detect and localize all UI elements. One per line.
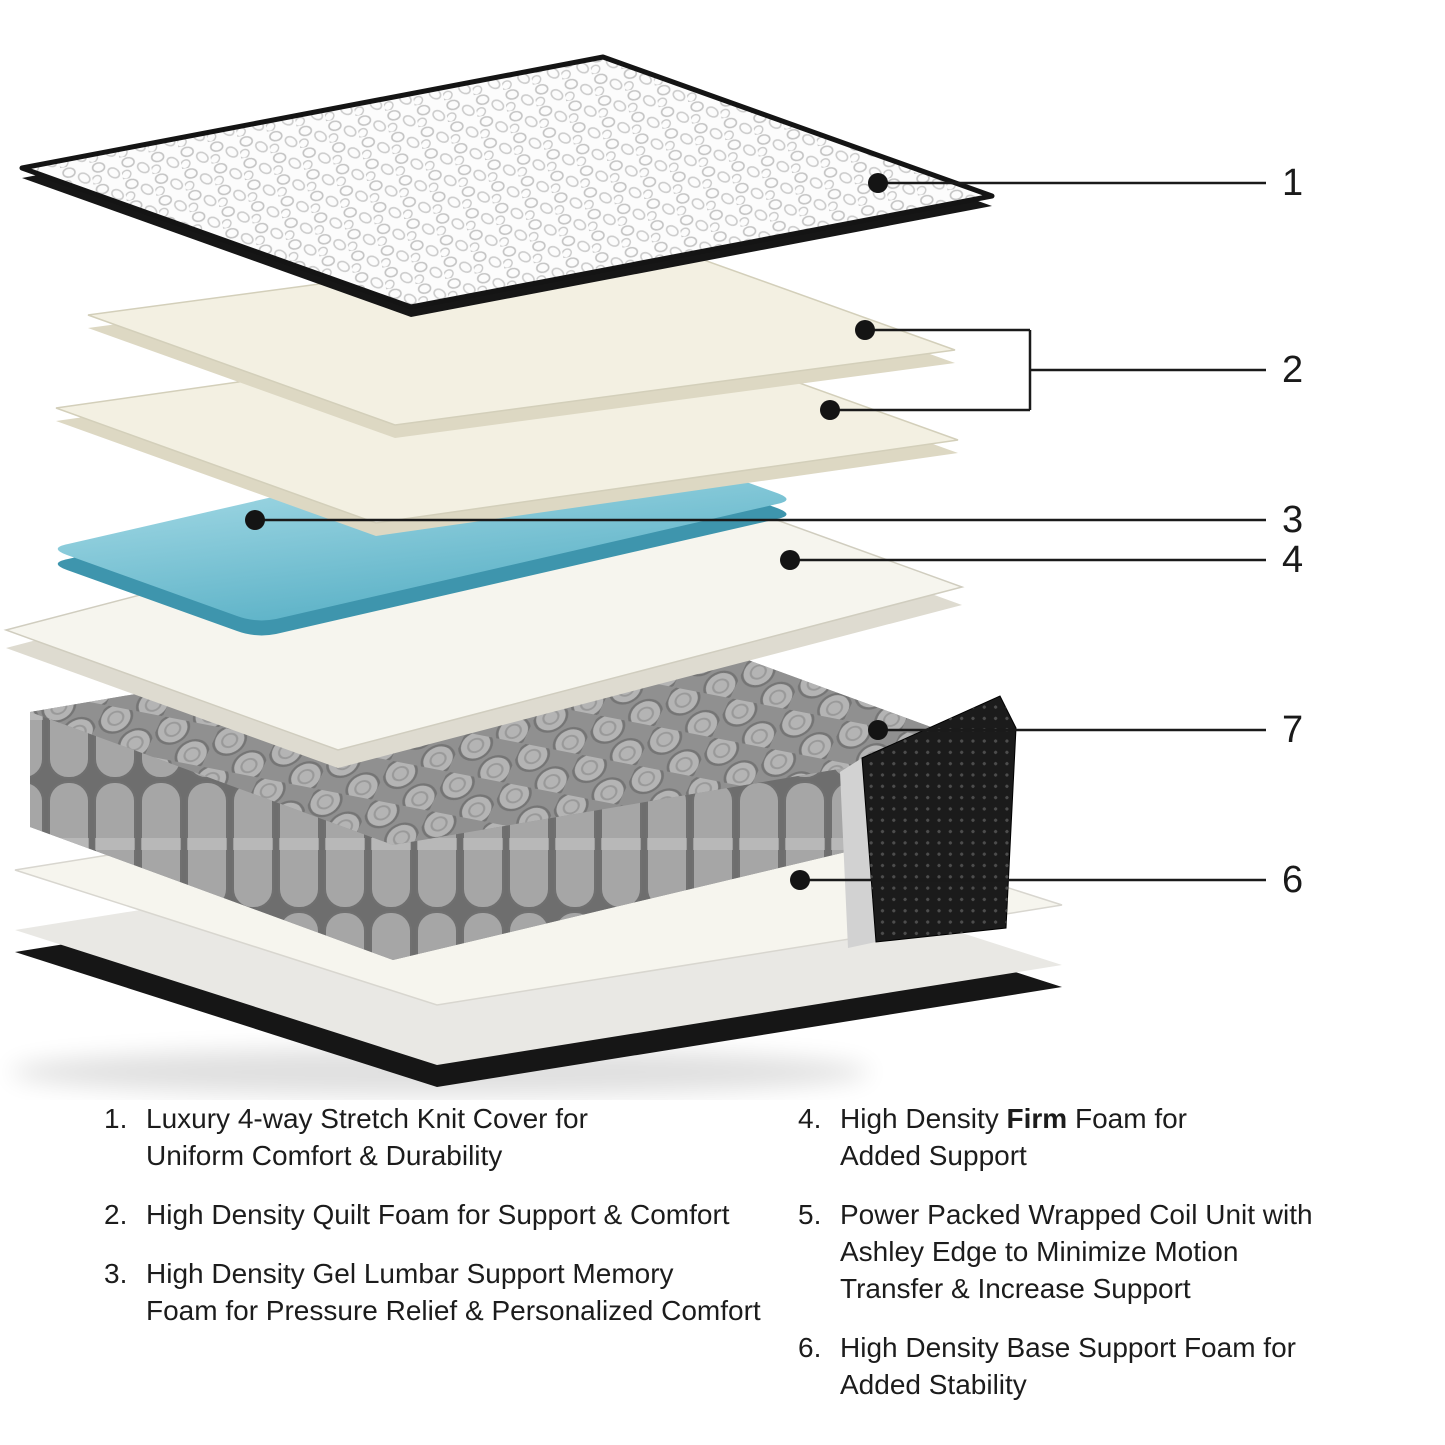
legend: 1. Luxury 4-way Stretch Knit Cover for U…: [104, 1100, 1398, 1403]
legend-text-4: High Density Firm Foam for Added Support: [840, 1100, 1187, 1174]
legend-number-2: 2.: [104, 1199, 128, 1230]
cover-quilt-pattern: [22, 57, 992, 307]
callout-dot-6: [790, 870, 810, 890]
callout-dot-4: [780, 550, 800, 570]
legend-item-1: 1. Luxury 4-way Stretch Knit Cover for U…: [104, 1100, 794, 1174]
legend-column-left: 1. Luxury 4-way Stretch Knit Cover for U…: [104, 1100, 794, 1403]
legend-item-4: 4. High Density Firm Foam for Added Supp…: [798, 1100, 1398, 1174]
callout-dot-7: [868, 720, 888, 740]
legend-item-6: 6. High Density Base Support Foam for Ad…: [798, 1329, 1398, 1403]
legend-text-4-bold: Firm: [1006, 1103, 1068, 1134]
callout-dot-3: [245, 510, 265, 530]
legend-text-6: High Density Base Support Foam for Added…: [840, 1332, 1296, 1400]
legend-text-4-pre: High Density: [840, 1103, 1007, 1134]
callout-numbers: 1 2 3 4 7 6: [1282, 162, 1303, 901]
callout-number-2: 2: [1282, 349, 1303, 391]
legend-number-1: 1.: [104, 1103, 128, 1134]
legend-number-4: 4.: [798, 1103, 822, 1134]
callout-number-3: 3: [1282, 499, 1303, 541]
legend-item-3: 3. High Density Gel Lumbar Support Memor…: [104, 1255, 794, 1329]
callout-dot-1: [868, 173, 888, 193]
legend-text-5: Power Packed Wrapped Coil Unit with Ashl…: [840, 1199, 1313, 1304]
legend-number-6: 6.: [798, 1332, 822, 1363]
callout-number-6: 6: [1282, 859, 1303, 901]
mattress-exploded-diagram: 1 2 3 4 7 6: [5, 0, 1303, 1096]
callout-dot-2b: [820, 400, 840, 420]
coil-front-left: [30, 712, 393, 960]
legend-number-5: 5.: [798, 1199, 822, 1230]
legend-text-1: Luxury 4-way Stretch Knit Cover for Unif…: [146, 1103, 588, 1171]
legend-column-right: 4. High Density Firm Foam for Added Supp…: [798, 1100, 1398, 1403]
knit-cover-layer: [22, 57, 992, 317]
callout-dot-2a: [855, 320, 875, 340]
callout-number-1: 1: [1282, 162, 1303, 204]
coil-top-face: [30, 612, 980, 845]
legend-text-4-post: Foam for Added Support: [840, 1103, 1188, 1171]
legend-text-3: High Density Gel Lumbar Support Memory F…: [146, 1258, 761, 1326]
legend-item-2: 2. High Density Quilt Foam for Support &…: [104, 1196, 794, 1233]
coil-front-right: [393, 745, 980, 960]
legend-number-3: 3.: [104, 1258, 128, 1289]
callout-dots: [245, 173, 888, 890]
callout-lines: [255, 181, 1266, 882]
edge-rail: [840, 758, 876, 948]
callout-number-4: 4: [1282, 539, 1303, 581]
legend-text-2: High Density Quilt Foam for Support & Co…: [146, 1199, 730, 1230]
callout-number-7: 7: [1282, 709, 1303, 751]
legend-item-5: 5. Power Packed Wrapped Coil Unit with A…: [798, 1196, 1398, 1307]
